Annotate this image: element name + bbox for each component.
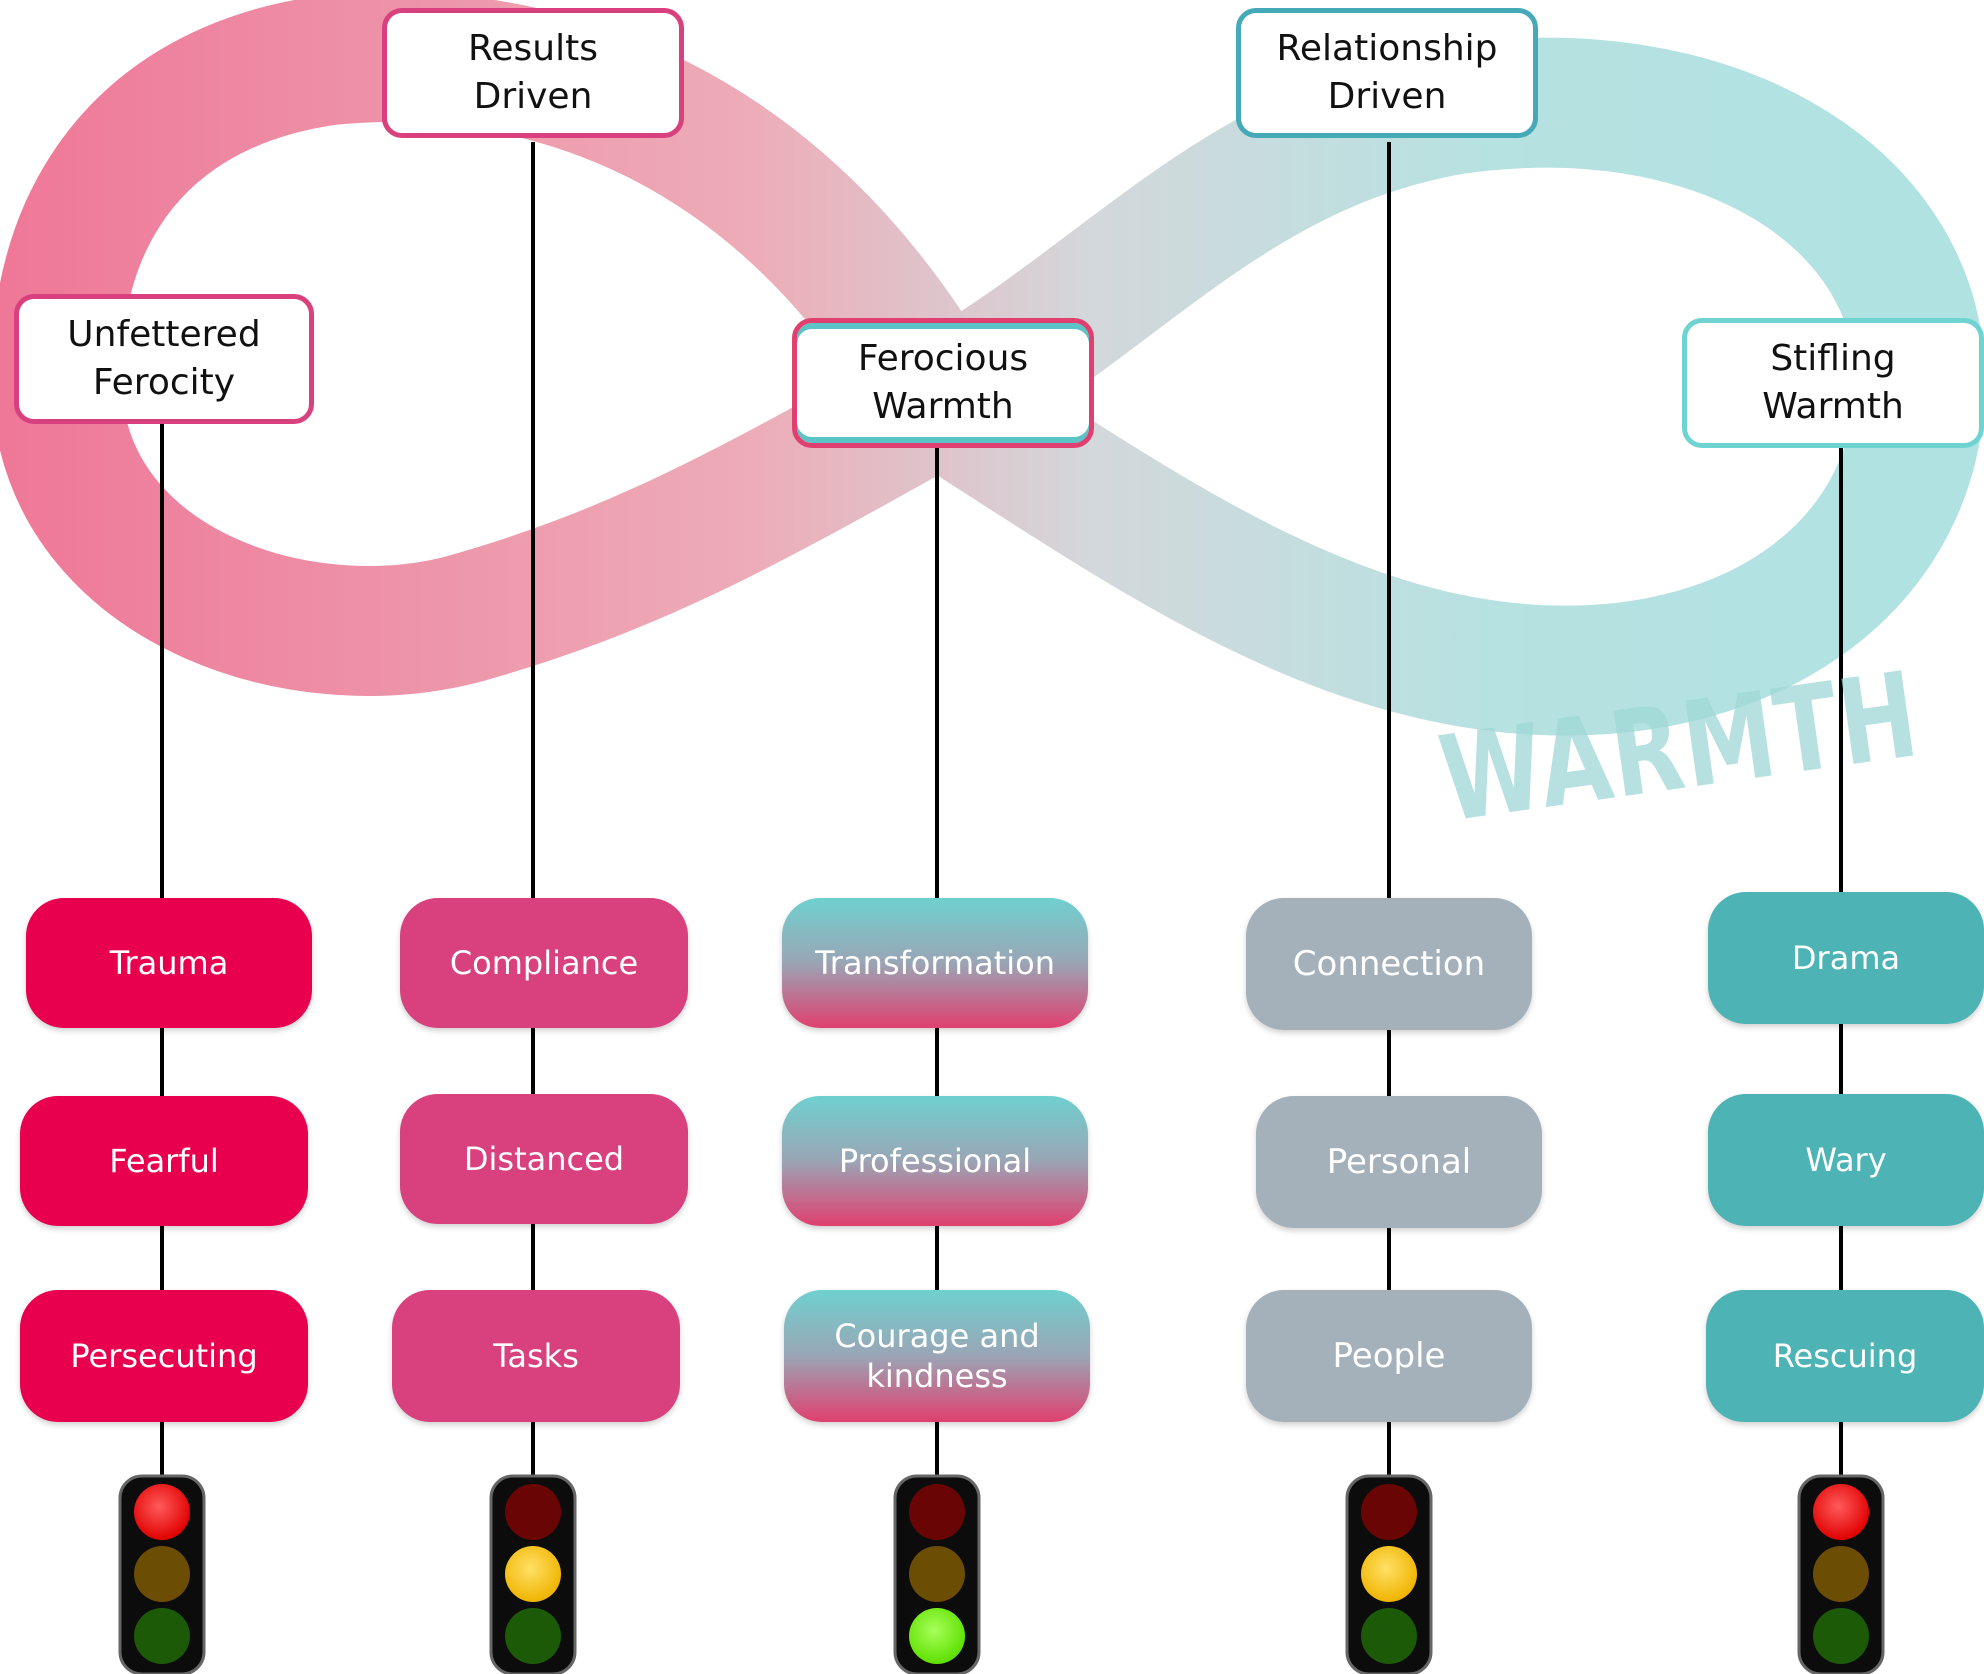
amber-lamp: [1813, 1546, 1869, 1602]
pill-persecuting: Persecuting: [20, 1290, 308, 1422]
red-lamp: [505, 1484, 561, 1540]
pill-rescuing: Rescuing: [1706, 1290, 1984, 1422]
red-lamp: [1361, 1484, 1417, 1540]
header-relationship-driven: Relationship Driven: [1236, 8, 1538, 138]
pill-trauma: Trauma: [26, 898, 312, 1028]
pill-connection: Connection: [1246, 898, 1532, 1030]
traffic-light-results: [489, 1474, 577, 1674]
pill-distanced: Distanced: [400, 1094, 688, 1224]
pill-fearful: Fearful: [20, 1096, 308, 1226]
amber-lamp: [1361, 1546, 1417, 1602]
green-lamp: [909, 1608, 965, 1664]
amber-lamp: [909, 1546, 965, 1602]
red-lamp: [1813, 1484, 1869, 1540]
green-lamp: [134, 1608, 190, 1664]
green-lamp: [1361, 1608, 1417, 1664]
traffic-light-ferocious: [893, 1474, 981, 1674]
pill-courage-and-kindness: Courage and kindness: [784, 1290, 1090, 1422]
red-lamp: [134, 1484, 190, 1540]
pill-transformation: Transformation: [782, 898, 1088, 1028]
traffic-light-stifling: [1797, 1474, 1885, 1674]
pill-professional: Professional: [782, 1096, 1088, 1226]
green-lamp: [1813, 1608, 1869, 1664]
pill-people: People: [1246, 1290, 1532, 1422]
header-ferocious-warmth: Ferocious Warmth: [792, 318, 1094, 448]
traffic-light-relationship: [1345, 1474, 1433, 1674]
pill-compliance: Compliance: [400, 898, 688, 1028]
green-lamp: [505, 1608, 561, 1664]
pill-drama: Drama: [1708, 892, 1984, 1024]
header-stifling-warmth: Stifling Warmth: [1682, 318, 1984, 448]
pill-personal: Personal: [1256, 1096, 1542, 1228]
header-unfettered-ferocity: Unfettered Ferocity: [14, 294, 314, 424]
header-results-driven: Results Driven: [382, 8, 684, 138]
amber-lamp: [134, 1546, 190, 1602]
pill-tasks: Tasks: [392, 1290, 680, 1422]
amber-lamp: [505, 1546, 561, 1602]
traffic-light-unfettered: [118, 1474, 206, 1674]
pill-wary: Wary: [1708, 1094, 1984, 1226]
red-lamp: [909, 1484, 965, 1540]
